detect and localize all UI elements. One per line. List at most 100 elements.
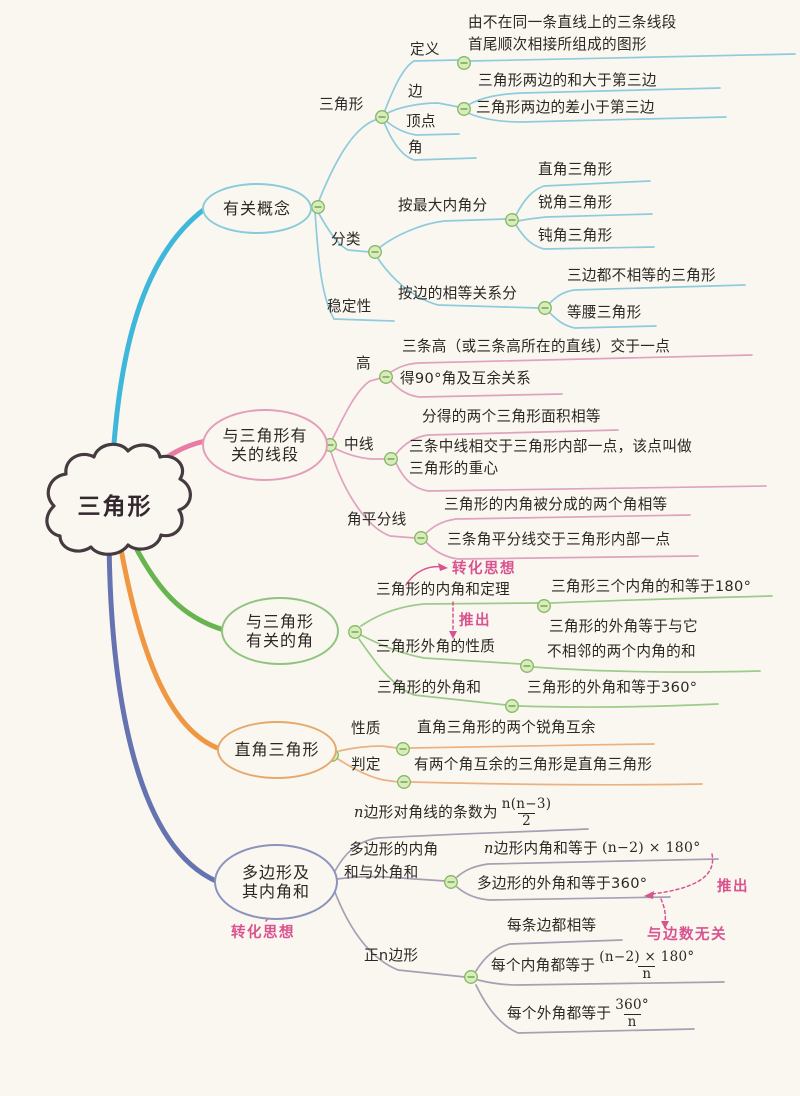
collapse-dot — [375, 109, 389, 125]
label-property: 性质 — [351, 720, 381, 737]
leaf-acute-tri: 锐角三角形 — [538, 194, 613, 211]
label-angle-sums-2: 和与外角和 — [344, 864, 419, 881]
node-angles-line2: 有关的角 — [245, 631, 314, 650]
leaf-definition-line2: 首尾顺次相接所组成的图形 — [468, 36, 647, 53]
node-right-triangle: 直角三角形 — [217, 721, 337, 779]
leaf-side-diff: 三角形两边的差小于第三边 — [476, 99, 655, 116]
node-angles-line1: 与三角形 — [245, 611, 314, 631]
collapse-dot — [311, 199, 325, 215]
collapse-dot — [505, 699, 519, 713]
leaf-judgement: 有两个角互余的三角形是直角三角形 — [414, 756, 653, 773]
note-transform-top: 转化思想 — [452, 561, 516, 577]
collapse-dot — [414, 531, 428, 545]
leaf-diagonal-count: n边形对角线的条数为 n(n−3) 2 — [354, 796, 552, 830]
label-triangle: 三角形 — [319, 96, 364, 113]
note-transform-bottom: 转化思想 — [231, 925, 295, 941]
label-exterior-prop: 三角形外角的性质 — [376, 638, 496, 655]
regular-interior-fraction: (n−2) × 180° n — [599, 949, 695, 983]
node-polygon: 多边形及 其内角和 — [214, 844, 338, 920]
leaf-polygon-exterior: 多边形的外角和等于360° — [477, 875, 648, 892]
leaf-definition-line1: 由不在同一条直线上的三条线段 — [468, 14, 677, 31]
collapse-dot — [457, 56, 471, 71]
label-side: 边 — [408, 83, 423, 100]
leaf-exterior-1: 三角形的外角等于与它 — [549, 618, 698, 635]
leaf-height-1: 三条高（或三条高所在的直线）交于一点 — [402, 338, 671, 355]
leaf-obtuse-tri: 钝角三角形 — [538, 227, 613, 244]
label-interior-theorem: 三角形的内角和定理 — [376, 581, 511, 598]
label-vertex: 顶点 — [406, 113, 436, 130]
diagonal-text: n边形对角线的条数为 — [354, 803, 498, 821]
leaf-regular-interior: 每个内角都等于 (n−2) × 180° n — [491, 949, 695, 983]
leaf-bisector-2: 三条角平分线交于三角形内部一点 — [447, 531, 671, 548]
regular-exterior-fraction: 360° n — [615, 997, 649, 1031]
regular-exterior-denominator: n — [623, 1013, 641, 1031]
label-angle-sums-1: 多边形的内角 — [349, 841, 439, 858]
label-bisector: 角平分线 — [347, 511, 407, 528]
regular-exterior-text: 每个外角都等于 — [507, 1004, 612, 1022]
leaf-median-2a: 三条中线相交于三角形内部一点，该点叫做 — [409, 438, 692, 455]
collapse-dot — [379, 370, 393, 384]
regular-interior-numerator: (n−2) × 180° — [599, 949, 695, 965]
regular-interior-text: 每个内角都等于 — [491, 956, 596, 974]
note-infer-mid: 推出 — [459, 613, 491, 629]
leaf-height-2: 得90°角及互余关系 — [400, 370, 532, 387]
collapse-dot — [457, 101, 471, 117]
collapse-dot — [444, 875, 458, 889]
label-median: 中线 — [344, 436, 374, 453]
node-angles: 与三角形 有关的角 — [221, 597, 339, 665]
node-segments: 与三角形有 关的线段 — [202, 409, 328, 481]
regular-exterior-numerator: 360° — [615, 997, 649, 1013]
leaf-isosceles: 等腰三角形 — [567, 304, 642, 321]
collapse-dot — [505, 212, 519, 228]
root-cloud — [45, 442, 192, 556]
collapse-dot — [397, 775, 411, 789]
regular-interior-denominator: n — [638, 965, 656, 983]
leaf-exterior-2: 不相邻的两个内角的和 — [547, 643, 696, 660]
collapse-dot — [384, 452, 398, 466]
label-stability: 稳定性 — [327, 298, 372, 315]
leaf-property: 直角三角形的两个锐角互余 — [417, 719, 596, 736]
label-by-side: 按边的相等关系分 — [398, 285, 518, 302]
collapse-dot — [464, 970, 478, 984]
note-independent: 与边数无关 — [647, 927, 727, 943]
label-classify: 分类 — [331, 231, 361, 248]
leaf-median-1: 分得的两个三角形面积相等 — [422, 408, 601, 425]
leaf-side-sum: 三角形两边的和大于第三边 — [478, 72, 657, 89]
label-angle: 角 — [408, 139, 423, 156]
collapse-dot — [368, 244, 382, 259]
leaf-right-tri: 直角三角形 — [538, 161, 613, 178]
root-node-label: 三角形 — [77, 494, 153, 520]
label-height: 高 — [356, 355, 371, 372]
node-concepts: 有关概念 — [202, 183, 312, 234]
node-polygon-line2: 其内角和 — [241, 882, 310, 901]
leaf-regular-exterior: 每个外角都等于 360° n — [507, 997, 649, 1031]
leaf-equal-sides: 每条边都相等 — [507, 917, 597, 934]
collapse-dot — [396, 742, 410, 756]
polygon-interior-text: n边形内角和等于 — [484, 840, 598, 857]
node-segments-line2: 关的线段 — [230, 445, 299, 464]
leaf-exterior-sum: 三角形的外角和等于360° — [527, 679, 698, 696]
leaf-scalene: 三边都不相等的三角形 — [567, 267, 716, 284]
label-judgement: 判定 — [351, 756, 381, 773]
note-infer-bottom: 推出 — [717, 879, 749, 895]
diagonal-numerator: n(n−3) — [501, 796, 552, 812]
diagonal-denominator: 2 — [518, 812, 535, 830]
label-exterior-sum: 三角形的外角和 — [377, 679, 482, 696]
node-right-triangle-label: 直角三角形 — [234, 740, 320, 760]
label-by-angle: 按最大内角分 — [398, 197, 488, 214]
collapse-dot — [538, 301, 552, 315]
polygon-interior-math: (n−2) × 180° — [601, 840, 701, 857]
leaf-polygon-interior: n边形内角和等于 (n−2) × 180° — [484, 840, 701, 858]
diagonal-fraction: n(n−3) 2 — [501, 796, 552, 830]
label-regular-ngon: 正n边形 — [364, 947, 419, 964]
collapse-dot — [520, 659, 534, 673]
node-concepts-label: 有关概念 — [222, 198, 291, 218]
node-segments-line1: 与三角形有 — [222, 425, 308, 445]
collapse-dot — [348, 625, 362, 639]
label-definition: 定义 — [410, 41, 440, 58]
collapse-dot — [537, 599, 551, 613]
node-polygon-line1: 多边形及 — [241, 862, 310, 882]
leaf-median-2b: 三角形的重心 — [409, 460, 499, 477]
